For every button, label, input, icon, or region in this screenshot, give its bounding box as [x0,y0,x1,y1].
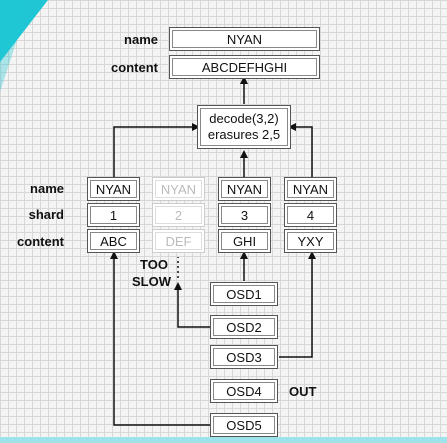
decode-line2: erasures 2,5 [207,127,281,142]
row-content-label: content [17,234,64,249]
too-label: TOO [140,257,168,272]
arrow-osd3-to-shard4 [279,251,316,358]
row-shard-label: shard [28,207,64,222]
slow-label: SLOW [132,274,171,289]
shard2-shard: 2 [152,203,205,227]
top-name-value: NYAN [169,27,320,51]
shard4-name: NYAN [284,177,337,201]
top-name-label: name [124,32,158,47]
shard2-content: DEF [152,229,205,253]
corner-decoration-shadow [0,0,30,92]
shard4-content: YXY [284,229,337,253]
row-name-label: name [30,181,64,196]
shard3-name: NYAN [218,177,271,201]
osd5-box: OSD5 [210,413,278,437]
osd4-box: OSD4 [210,379,278,403]
osd1-box: OSD1 [210,282,278,306]
arrow-shard4-to-decode [288,123,313,177]
arrow-shard1-to-decode [113,123,200,177]
top-content-label: content [111,60,158,75]
decode-line1: decode(3,2) [209,111,279,126]
shard2-name: NYAN [152,177,205,201]
shard3-content: GHI [218,229,271,253]
osd2-box: OSD2 [210,315,278,339]
decode-box: decode(3,2) erasures 2,5 [197,105,291,149]
shard1-name: NYAN [87,177,140,201]
arrow-osd2-to-shard2 [174,282,210,328]
osd3-box: OSD3 [210,345,278,369]
top-content-value: ABCDEFHGHI [169,55,320,79]
shard1-shard: 1 [87,203,140,227]
bottom-accent-strip [0,437,447,443]
arrow-osd5-to-shard1 [110,251,210,426]
out-label: OUT [289,384,317,399]
shard3-shard: 3 [218,203,271,227]
shard4-shard: 4 [284,203,337,227]
shard1-content: ABC [87,229,140,253]
corner-decoration [0,0,48,62]
